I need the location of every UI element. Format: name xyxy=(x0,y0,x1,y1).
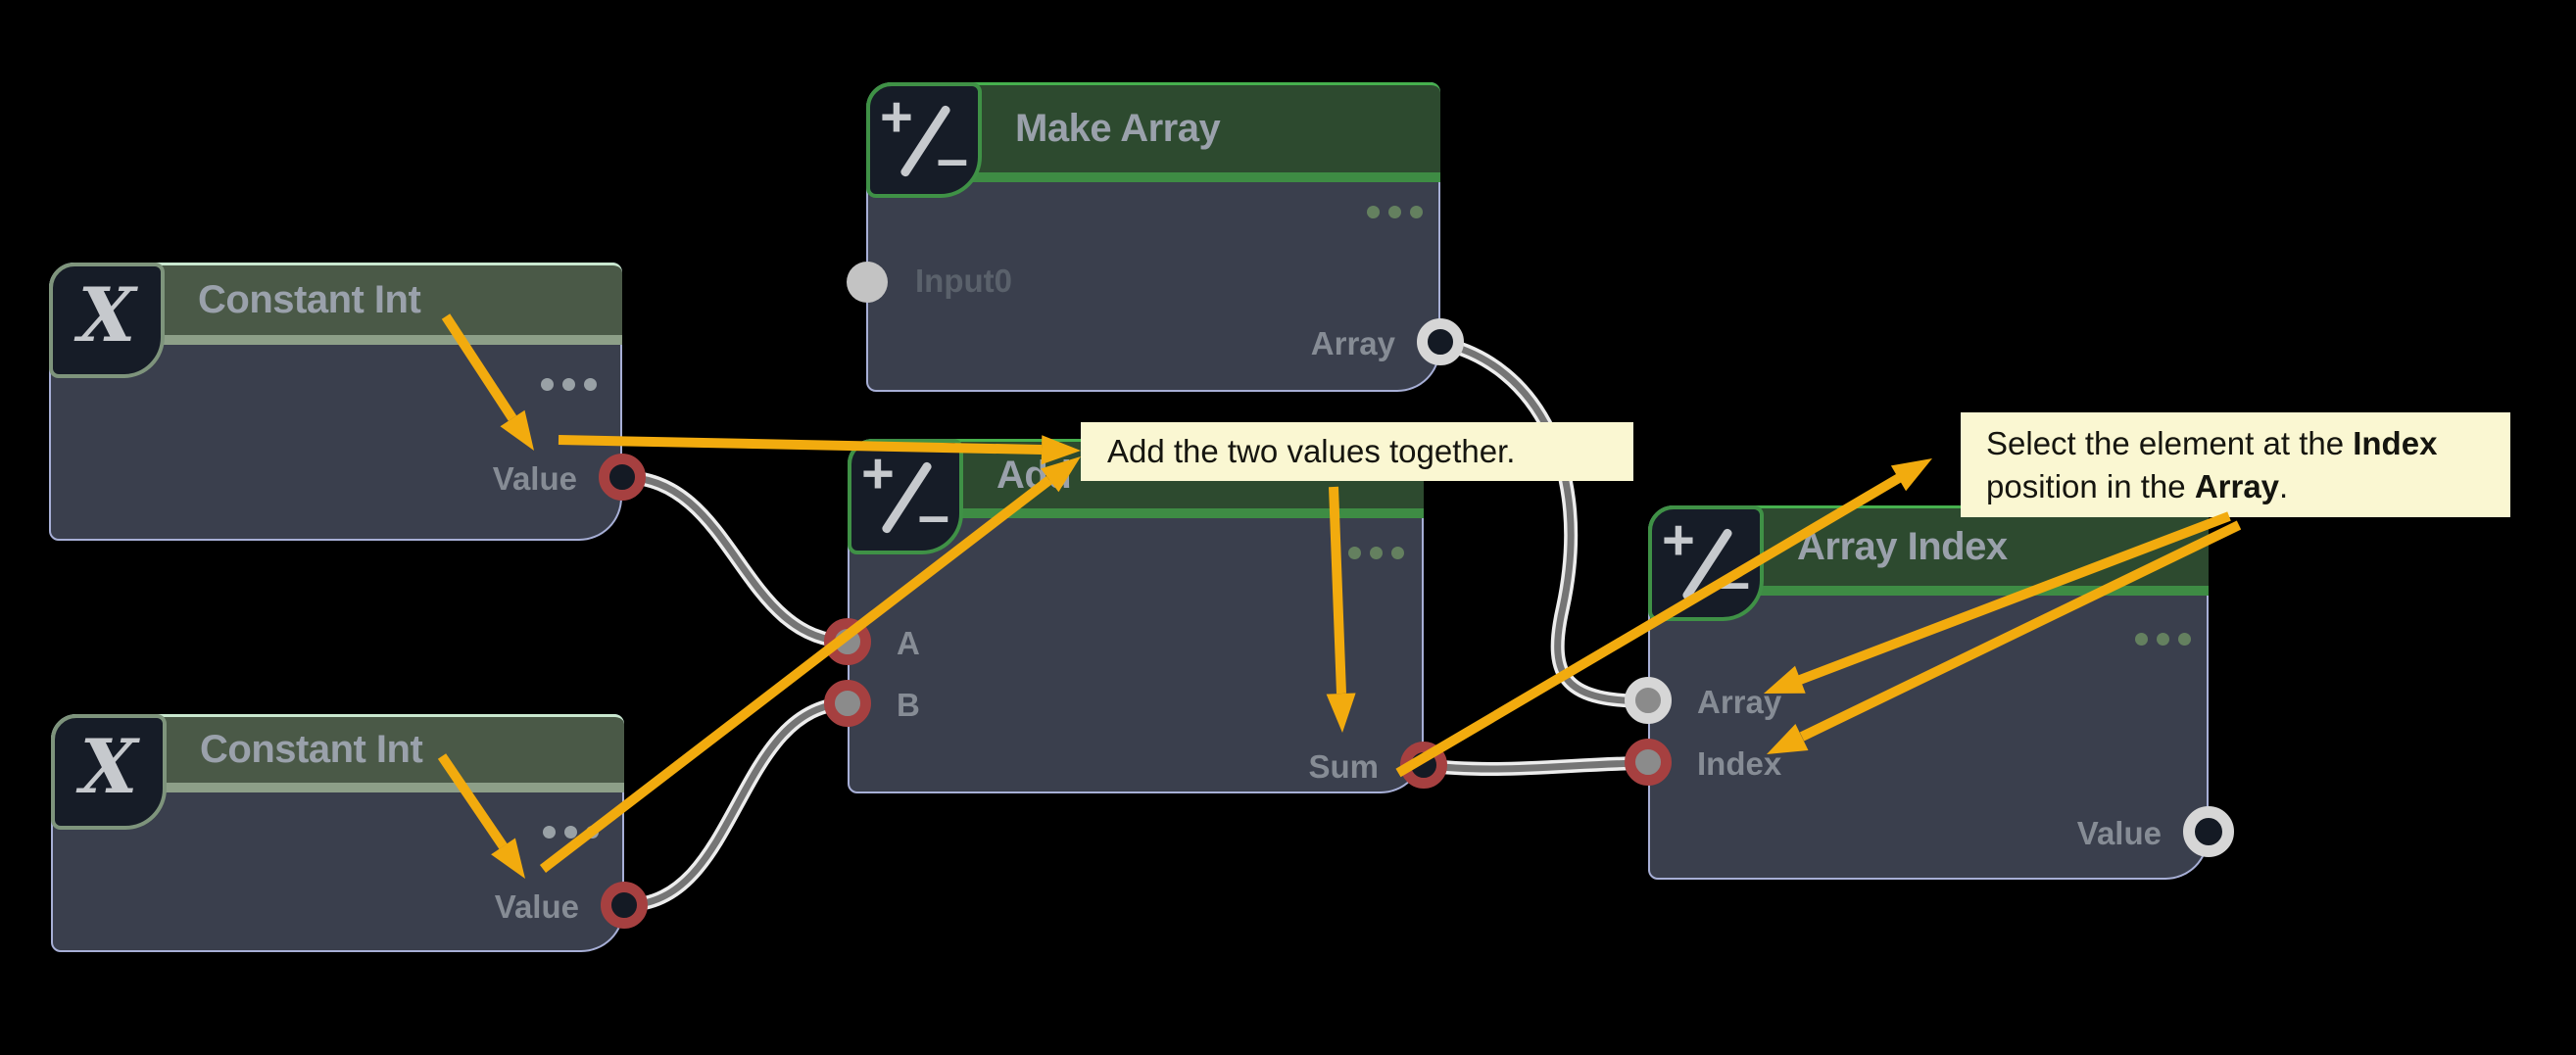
wire-constant1-value-to-add-a[interactable] xyxy=(615,470,856,648)
port-label-value: Value xyxy=(494,888,579,925)
node-add[interactable]: Add +– A B Sum xyxy=(824,439,1447,793)
node-header[interactable]: Constant Int xyxy=(51,714,624,792)
node-title: Make Array xyxy=(1015,107,1221,150)
node-options-button[interactable] xyxy=(2135,633,2191,646)
header-strip xyxy=(848,508,1424,518)
node-title: Constant Int xyxy=(200,728,423,771)
header-strip xyxy=(49,335,622,345)
node-title: Array Index xyxy=(1797,525,2008,568)
port-label-array: Array xyxy=(1310,325,1395,361)
annotation-add-note: Add the two values together. xyxy=(1081,422,1633,481)
port-label-value: Value xyxy=(2076,815,2162,851)
port-value-output[interactable] xyxy=(2183,806,2234,857)
node-title: Constant Int xyxy=(198,278,421,321)
math-op-icon: +– xyxy=(848,439,963,554)
annotation-index-note: Select the element at the Index position… xyxy=(1961,412,2510,517)
port-label-array: Array xyxy=(1697,684,1782,720)
port-label-index: Index xyxy=(1697,745,1782,782)
math-op-icon: +– xyxy=(866,82,982,198)
port-index-input[interactable] xyxy=(1625,739,1672,786)
node-title: Add xyxy=(996,453,1072,497)
constant-x-icon: X xyxy=(49,263,165,378)
port-sum-output[interactable] xyxy=(1400,742,1447,789)
constant-x-icon: X xyxy=(51,714,167,830)
node-make-array[interactable]: Make Array +– Input0 Array xyxy=(847,82,1464,392)
port-label-sum: Sum xyxy=(1308,748,1379,785)
node-options-button[interactable] xyxy=(541,378,597,391)
port-a-input[interactable] xyxy=(824,618,871,665)
port-value-output[interactable] xyxy=(599,454,646,501)
wire-makearray-array-to-arrayindex-array[interactable] xyxy=(1434,336,1657,708)
node-constant-int-2[interactable]: Constant Int X Value xyxy=(51,714,648,952)
node-constant-int-1[interactable]: Constant Int X Value xyxy=(49,263,646,541)
node-options-button[interactable] xyxy=(1367,206,1423,218)
port-input0-input[interactable] xyxy=(847,262,888,303)
port-array-input[interactable] xyxy=(1625,677,1672,724)
node-options-button[interactable] xyxy=(543,826,599,839)
port-label-input0: Input0 xyxy=(915,263,1012,299)
header-strip xyxy=(866,172,1440,182)
wire-add-sum-to-arrayindex-index[interactable] xyxy=(1417,756,1657,776)
node-options-button[interactable] xyxy=(1348,547,1404,559)
port-label-b: B xyxy=(897,687,920,723)
port-value-output[interactable] xyxy=(601,882,648,929)
node-array-index[interactable]: Array Index +– Array Index Value xyxy=(1625,505,2234,880)
port-array-output[interactable] xyxy=(1417,318,1464,365)
wire-constant2-value-to-add-b[interactable] xyxy=(619,696,856,912)
port-b-input[interactable] xyxy=(824,680,871,727)
math-op-icon: +– xyxy=(1648,505,1764,621)
header-strip xyxy=(51,783,624,792)
port-label-a: A xyxy=(897,625,920,661)
port-label-value: Value xyxy=(492,460,577,497)
